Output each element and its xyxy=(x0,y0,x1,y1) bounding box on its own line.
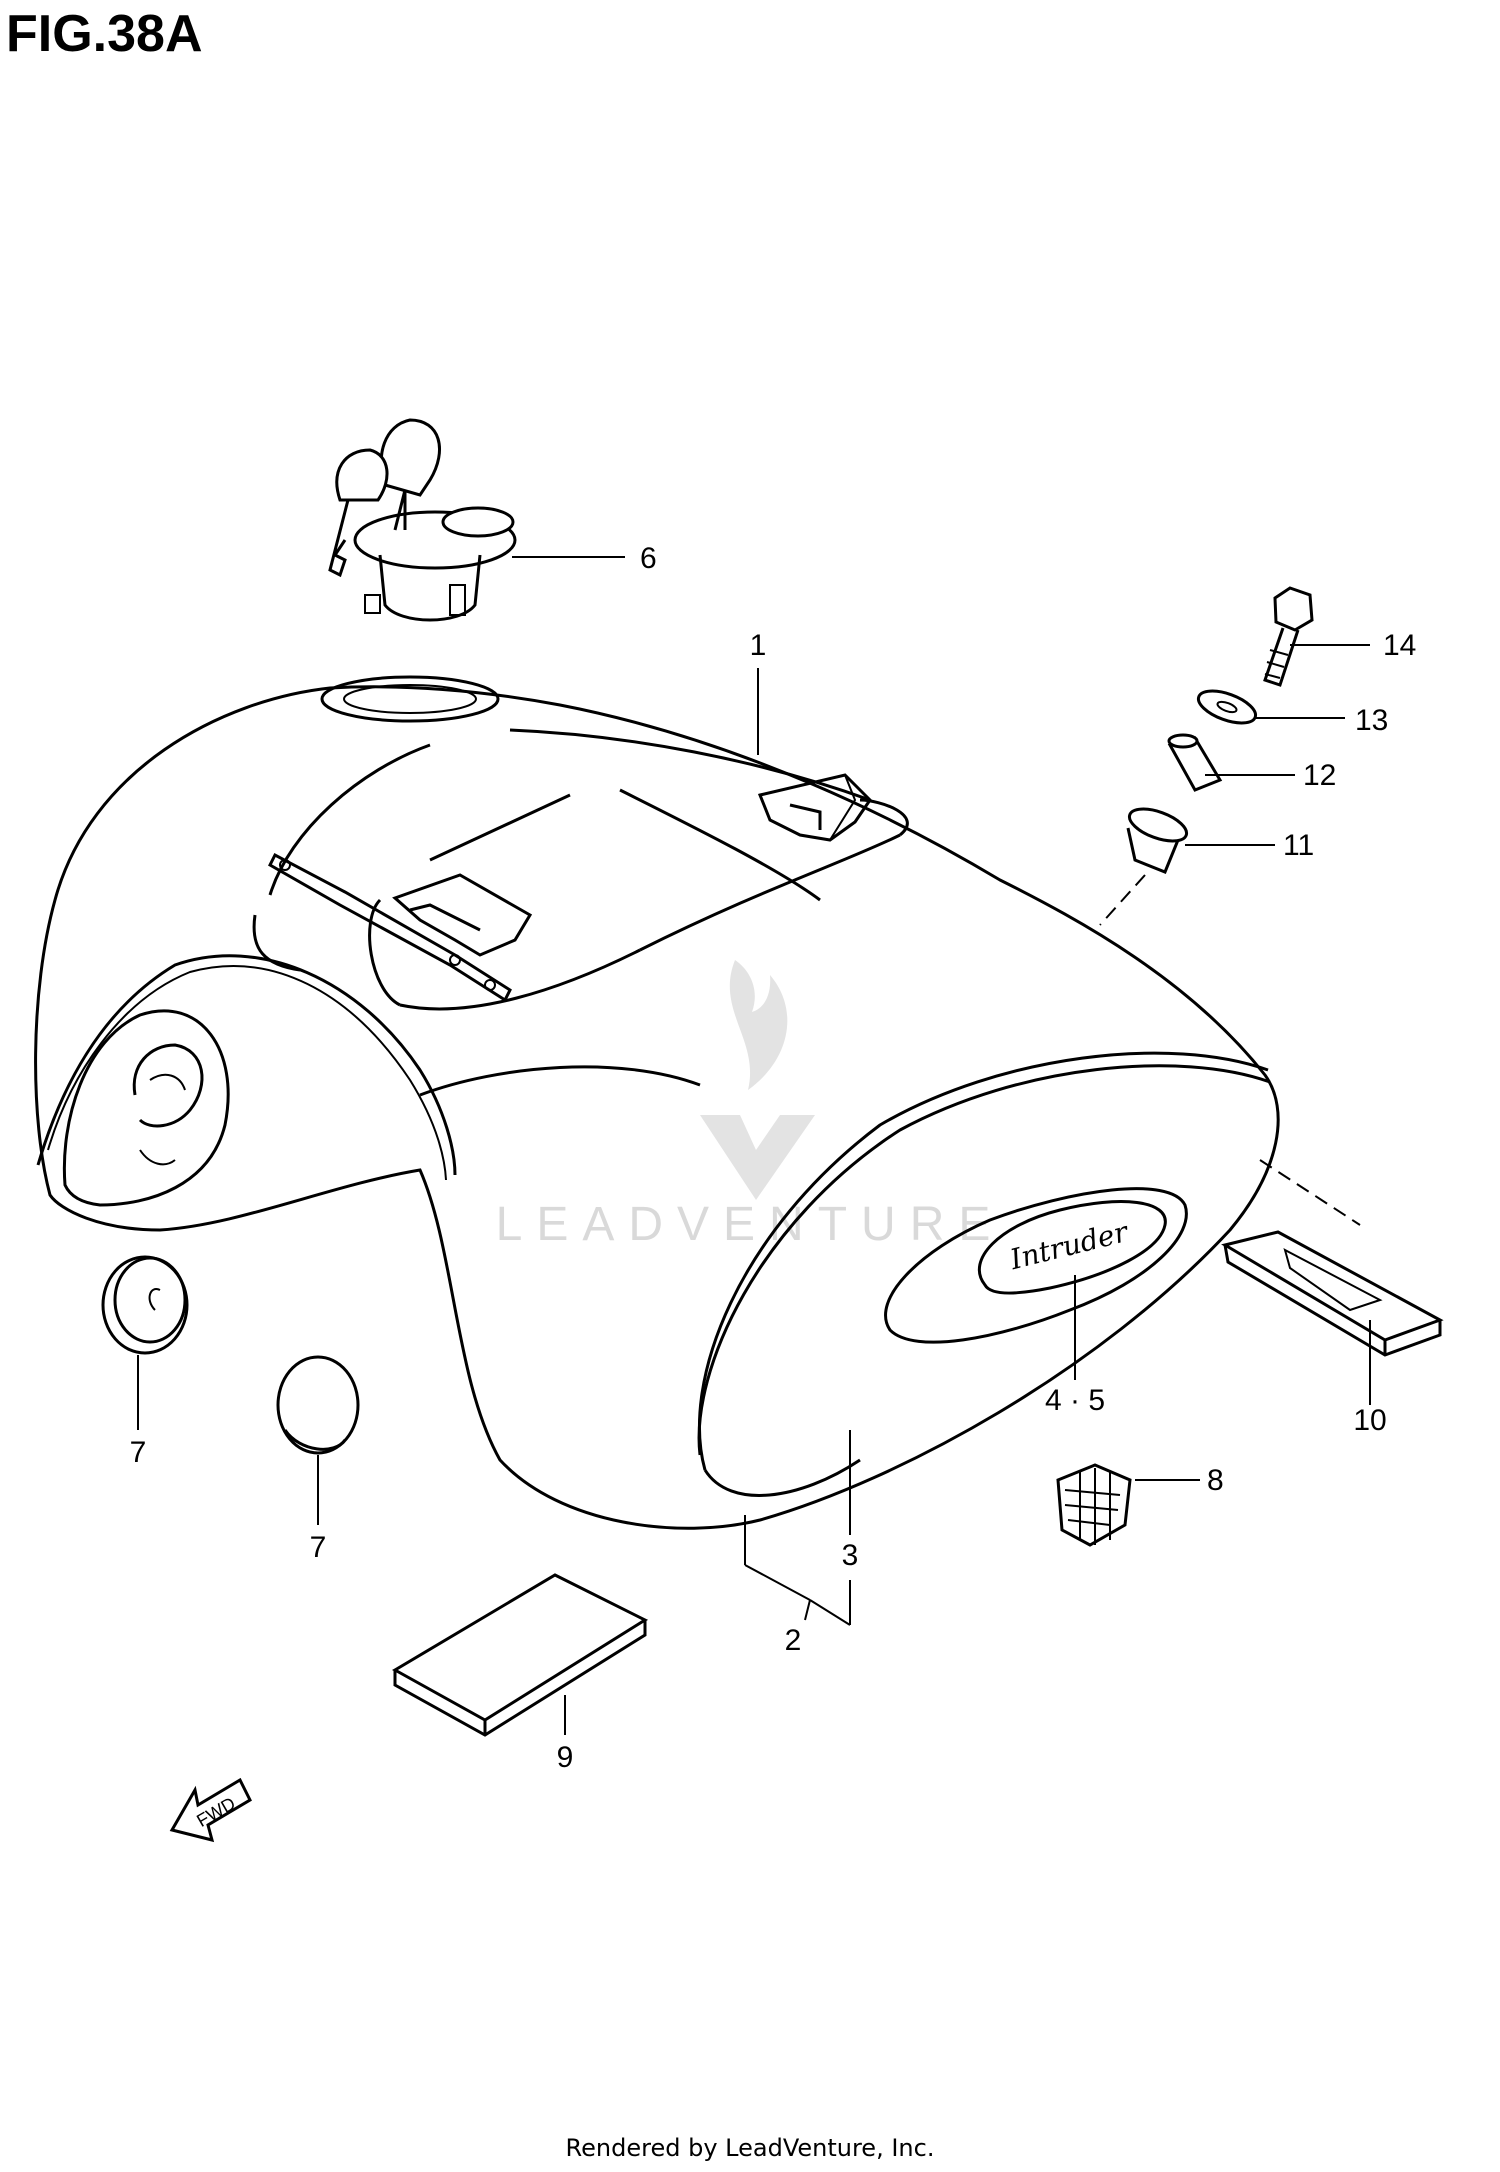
forward-arrow-icon: FWD xyxy=(169,1777,252,1843)
footer-credit: Rendered by LeadVenture, Inc. xyxy=(565,2134,935,2162)
cushion xyxy=(1126,807,1189,874)
callout-10: 10 xyxy=(1353,1404,1386,1437)
rear-cushion-pad xyxy=(1221,1159,1444,1357)
callout-2: 2 xyxy=(785,1624,802,1657)
callout-8: 8 xyxy=(1207,1464,1224,1497)
pad xyxy=(391,1573,649,1737)
callout-14: 14 xyxy=(1383,629,1416,662)
watermark: LEADVENTURE xyxy=(496,960,1005,1251)
figure-title: FIG.38A xyxy=(6,5,203,63)
watermark-flame-icon xyxy=(729,960,788,1090)
clip xyxy=(1056,1463,1132,1547)
cap-plug-a xyxy=(101,1255,189,1355)
cap-plug-b xyxy=(276,1355,360,1455)
callout-3: 3 xyxy=(842,1539,859,1572)
tank-mounting-bracket xyxy=(268,852,533,1003)
callout-7-a: 7 xyxy=(130,1436,147,1469)
watermark-text: LEADVENTURE xyxy=(496,1198,1005,1251)
tank-rear-bracket xyxy=(757,773,872,842)
fuel-cap-with-keys xyxy=(328,418,517,622)
bolt-assembly xyxy=(1099,586,1314,926)
callout-6: 6 xyxy=(640,542,657,575)
callout-9: 9 xyxy=(557,1741,574,1774)
leader-lines xyxy=(137,556,1371,1735)
callout-11: 11 xyxy=(1283,829,1314,862)
washer xyxy=(1196,689,1258,725)
watermark-v-icon xyxy=(700,1115,815,1200)
callout-12: 12 xyxy=(1303,759,1336,792)
callout-7-b: 7 xyxy=(310,1531,327,1564)
callout-13: 13 xyxy=(1355,704,1388,737)
callouts: 6 1 14 13 12 11 4 · 5 10 8 3 2 7 7 9 xyxy=(130,542,1417,1774)
callout-4-5: 4 · 5 xyxy=(1045,1384,1105,1417)
collar xyxy=(1167,733,1223,792)
callout-1: 1 xyxy=(750,629,767,662)
bolt xyxy=(1263,586,1314,687)
